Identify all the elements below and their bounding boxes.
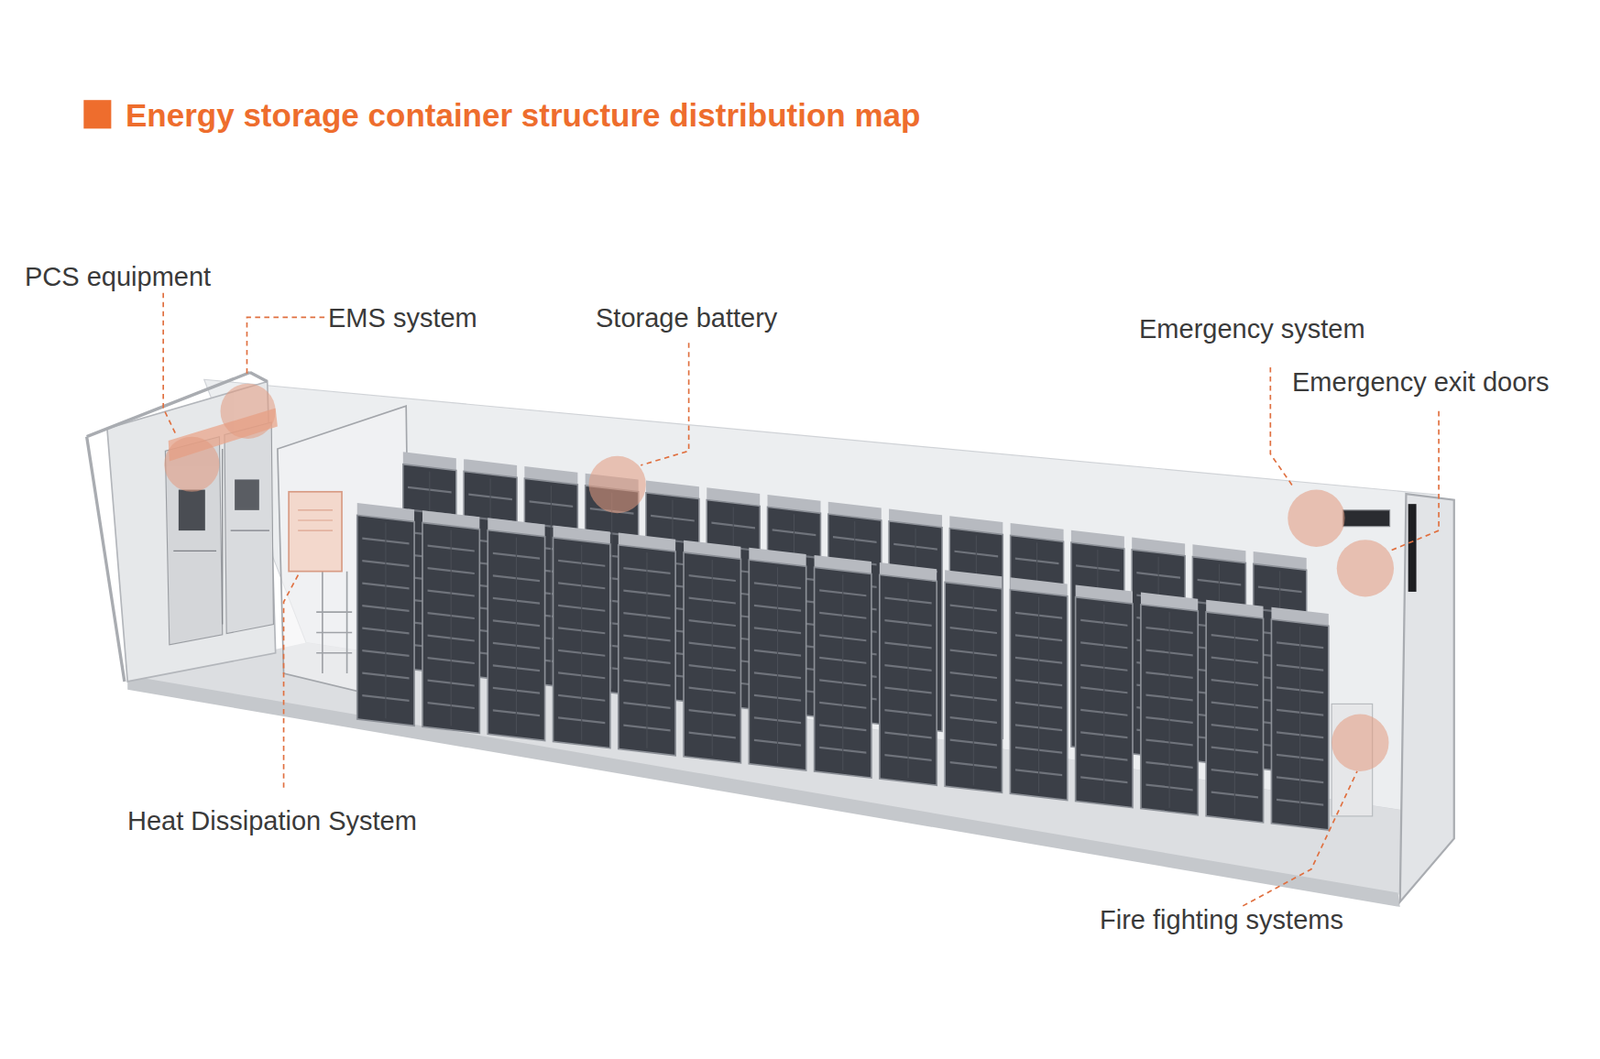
callout-dot bbox=[1287, 490, 1345, 548]
title-square bbox=[83, 99, 111, 129]
battery-rack bbox=[1075, 584, 1133, 808]
battery-rack bbox=[553, 525, 611, 748]
exit-door-edge bbox=[1408, 504, 1417, 592]
callout-dot bbox=[1336, 539, 1394, 597]
battery-rack bbox=[357, 503, 415, 726]
part-label: Emergency exit doors bbox=[1292, 366, 1549, 399]
part-label: Fire fighting systems bbox=[1099, 904, 1344, 937]
cable-rack bbox=[316, 571, 352, 674]
battery-rack bbox=[422, 510, 480, 734]
part-label: EMS system bbox=[328, 302, 478, 335]
battery-rack bbox=[1140, 592, 1198, 816]
leader-line bbox=[1242, 771, 1358, 907]
leader-line bbox=[1390, 411, 1439, 552]
battery-rack bbox=[683, 540, 741, 764]
cabinet-panel bbox=[178, 490, 206, 532]
diagram-title: Energy storage container structure distr… bbox=[125, 96, 921, 135]
leader-line bbox=[163, 293, 176, 435]
callout-dots bbox=[164, 383, 1394, 772]
part-label: PCS equipment bbox=[24, 261, 211, 294]
part-label: Heat Dissipation System bbox=[127, 805, 417, 838]
battery-rack bbox=[1205, 600, 1263, 823]
front-battery-row bbox=[357, 503, 1329, 831]
battery-rack bbox=[944, 569, 1002, 793]
unit-grille bbox=[297, 510, 333, 531]
callout-dot bbox=[589, 456, 647, 514]
battery-rack bbox=[618, 533, 676, 757]
left-compartment bbox=[107, 382, 276, 682]
leader-line bbox=[246, 317, 325, 375]
emergency-light bbox=[1342, 510, 1390, 527]
cabinet-panel bbox=[234, 479, 260, 510]
battery-rack bbox=[748, 547, 806, 771]
part-label: Emergency system bbox=[1139, 313, 1366, 346]
battery-rack bbox=[1271, 607, 1328, 831]
leader-line bbox=[640, 342, 689, 466]
right-end-wall bbox=[1400, 493, 1455, 902]
part-label: Storage battery bbox=[595, 302, 778, 335]
pcs-cabinet bbox=[224, 422, 274, 634]
callout-dot bbox=[164, 437, 220, 493]
battery-rack bbox=[487, 517, 545, 741]
heat-dissipation-unit bbox=[288, 492, 342, 572]
leader-line bbox=[284, 573, 300, 789]
battery-rack bbox=[879, 562, 937, 786]
leader-line bbox=[1270, 367, 1294, 488]
battery-rack bbox=[1009, 577, 1067, 800]
callout-dot bbox=[220, 383, 276, 439]
callout-dot bbox=[1331, 714, 1389, 772]
battery-rack bbox=[814, 555, 872, 779]
